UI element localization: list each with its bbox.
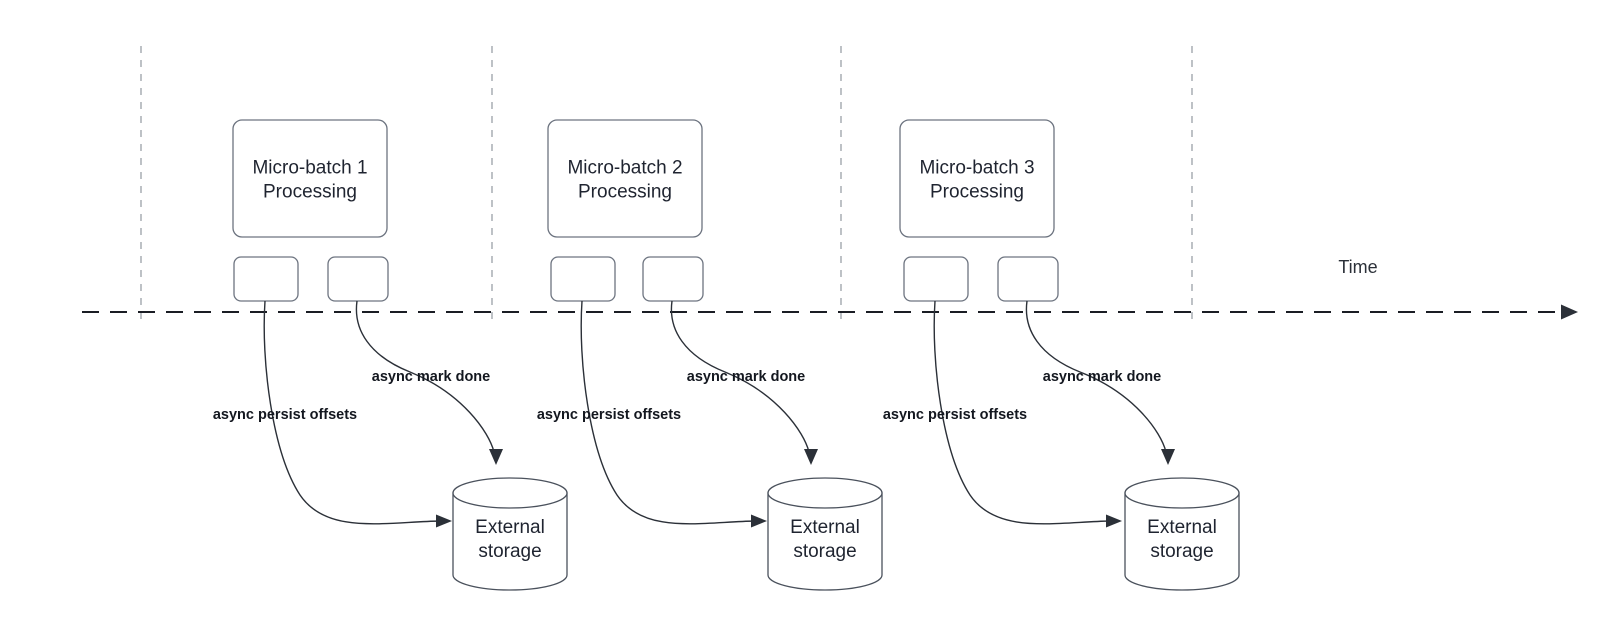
edge-async-persist-offsets: async persist offsets — [213, 300, 452, 528]
edge-path-async-mark-done — [1025, 300, 1167, 453]
external-storage-cylinder[interactable]: External storage — [1124, 477, 1240, 591]
cylinder-body — [767, 492, 883, 591]
edge-path-async-persist-offsets — [933, 300, 1111, 525]
microbatch-box-label-line2: Processing — [263, 182, 357, 203]
mark-done-task-shape — [642, 256, 704, 302]
persist-offsets-task[interactable] — [550, 256, 616, 302]
persist-offsets-task-shape — [550, 256, 616, 302]
time-axis-label: Time — [1338, 257, 1377, 277]
edge-async-mark-done: async mark done — [355, 300, 503, 465]
external-storage-cylinder[interactable]: External storage — [452, 477, 568, 591]
cylinder-top-ellipse — [1124, 477, 1240, 509]
microbatch-box-shape — [547, 119, 703, 238]
edge-label-async-mark-done: async mark done — [372, 369, 490, 385]
edge-async-mark-done: async mark done — [670, 300, 818, 465]
edge-label-async-mark-done: async mark done — [687, 369, 805, 385]
microbatch-box-label-line1: Micro-batch 3 — [919, 158, 1034, 179]
storage-label-line1: External — [790, 517, 860, 538]
timeline-arrowhead-icon — [1561, 304, 1578, 320]
microbatch-box-label-line1: Micro-batch 1 — [252, 158, 367, 179]
persist-offsets-task-shape — [233, 256, 299, 302]
mark-done-task[interactable] — [642, 256, 704, 302]
cylinder-top-ellipse — [452, 477, 568, 509]
microbatch-box-label-line2: Processing — [930, 182, 1024, 203]
storage-label-line2: storage — [1150, 541, 1213, 562]
microbatch-box[interactable]: Micro-batch 2 Processing — [547, 119, 703, 238]
microbatch-box[interactable]: Micro-batch 3 Processing — [899, 119, 1055, 238]
storage-label-line2: storage — [478, 541, 541, 562]
arrowhead-icon-async-persist-offsets — [751, 514, 767, 528]
gridlines-group — [140, 46, 1193, 322]
arrowhead-icon-async-mark-done — [804, 449, 818, 465]
microbatch-box-shape — [232, 119, 388, 238]
microbatch-box-label-line1: Micro-batch 2 — [567, 158, 682, 179]
cylinder-body — [452, 492, 568, 591]
edge-path-async-mark-done — [670, 300, 810, 453]
mark-done-task-shape — [997, 256, 1059, 302]
edge-path-async-persist-offsets — [580, 300, 756, 525]
external-storage-cylinder[interactable]: External storage — [767, 477, 883, 591]
storage-label-line1: External — [475, 517, 545, 538]
microbatch-box-shape — [899, 119, 1055, 238]
edge-label-async-persist-offsets: async persist offsets — [213, 407, 357, 423]
mark-done-task-shape — [327, 256, 389, 302]
arrowhead-icon-async-mark-done — [1161, 449, 1175, 465]
microbatch-box[interactable]: Micro-batch 1 Processing — [232, 119, 388, 238]
cylinder-body — [1124, 492, 1240, 591]
persist-offsets-task[interactable] — [903, 256, 969, 302]
edge-path-async-persist-offsets — [263, 300, 441, 525]
edge-label-async-persist-offsets: async persist offsets — [883, 407, 1027, 423]
storage-label-line2: storage — [793, 541, 856, 562]
persist-offsets-task[interactable] — [233, 256, 299, 302]
timeline-axis-group: Time — [82, 257, 1578, 320]
edge-label-async-mark-done: async mark done — [1043, 369, 1161, 385]
edge-async-persist-offsets: async persist offsets — [883, 300, 1122, 528]
microbatch-box-label-line2: Processing — [578, 182, 672, 203]
edge-path-async-mark-done — [355, 300, 495, 453]
arrowhead-icon-async-mark-done — [489, 449, 503, 465]
edge-async-mark-done: async mark done — [1025, 300, 1175, 465]
edge-label-async-persist-offsets: async persist offsets — [537, 407, 681, 423]
mark-done-task[interactable] — [997, 256, 1059, 302]
arrowhead-icon-async-persist-offsets — [436, 514, 452, 528]
storage-label-line1: External — [1147, 517, 1217, 538]
cylinder-top-ellipse — [767, 477, 883, 509]
persist-offsets-task-shape — [903, 256, 969, 302]
mark-done-task[interactable] — [327, 256, 389, 302]
arrowhead-icon-async-persist-offsets — [1106, 514, 1122, 528]
edge-async-persist-offsets: async persist offsets — [537, 300, 767, 528]
